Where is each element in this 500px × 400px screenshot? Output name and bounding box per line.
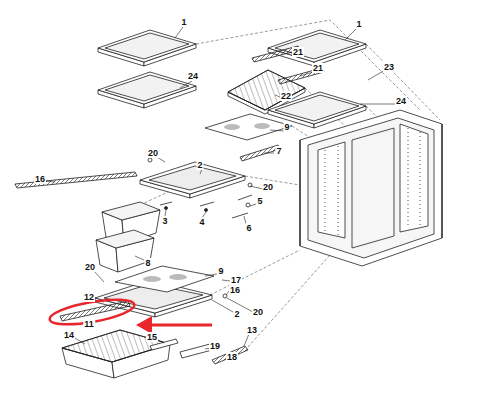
callout-number: 21 bbox=[292, 47, 304, 57]
fridge-liner bbox=[300, 110, 442, 266]
alignment-lines bbox=[366, 44, 440, 120]
shelf bbox=[275, 33, 359, 59]
shelf bbox=[268, 30, 366, 66]
fridge-liner bbox=[400, 124, 428, 232]
shelf bbox=[98, 72, 196, 104]
alignment-lines bbox=[248, 255, 330, 347]
shelf bbox=[268, 30, 366, 62]
glass-panel bbox=[205, 114, 292, 140]
callout-number: 5 bbox=[256, 196, 263, 206]
callout-number: 9 bbox=[283, 122, 290, 132]
callout-number: 11 bbox=[83, 319, 95, 329]
callout-number: 9 bbox=[217, 266, 224, 276]
callout-number: 20 bbox=[84, 262, 96, 272]
hardware bbox=[205, 209, 208, 212]
callout-number: 17 bbox=[230, 275, 242, 285]
callout-number: 12 bbox=[83, 292, 95, 302]
glass-panel bbox=[115, 266, 214, 292]
fridge-liner bbox=[300, 110, 442, 266]
callout-number: 13 bbox=[246, 325, 258, 335]
hardware bbox=[165, 207, 168, 210]
bracket bbox=[180, 344, 212, 358]
crisper-bin bbox=[96, 230, 154, 272]
hardware bbox=[246, 203, 250, 207]
shelf-frame bbox=[140, 162, 245, 194]
callout-number: 1 bbox=[180, 17, 187, 27]
hardware bbox=[160, 195, 252, 218]
fridge-liner bbox=[308, 118, 434, 258]
callout-number: 15 bbox=[146, 332, 158, 342]
exploded-parts-drawing bbox=[15, 20, 442, 378]
callout-number: 18 bbox=[226, 352, 238, 362]
shelf bbox=[105, 33, 189, 59]
callout-number: 23 bbox=[383, 62, 395, 72]
leader-lines bbox=[45, 153, 274, 189]
fridge-liner bbox=[318, 142, 345, 238]
shelf bbox=[98, 30, 196, 62]
fridge-liner bbox=[352, 128, 394, 248]
crisper-bin bbox=[96, 230, 154, 248]
glass-panel bbox=[169, 274, 187, 280]
leader-lines bbox=[73, 298, 253, 354]
shelf bbox=[98, 72, 196, 108]
glass-panel bbox=[143, 276, 161, 282]
callout-number: 6 bbox=[245, 223, 252, 233]
callout-number: 20 bbox=[252, 307, 264, 317]
callout-number: 8 bbox=[144, 258, 151, 268]
callout-number: 7 bbox=[275, 146, 282, 156]
callout-number: 20 bbox=[147, 148, 159, 158]
callout-number: 14 bbox=[63, 330, 75, 340]
alignment-lines bbox=[210, 250, 300, 295]
glass-panel bbox=[205, 114, 292, 140]
crisper-bin bbox=[102, 202, 160, 220]
shelf bbox=[268, 92, 366, 124]
callout-number: 16 bbox=[229, 285, 241, 295]
fridge-liner bbox=[300, 124, 442, 246]
callout-number: 4 bbox=[198, 217, 205, 227]
leader-lines bbox=[175, 27, 385, 80]
hardware bbox=[148, 158, 252, 218]
leader-lines bbox=[180, 81, 396, 131]
trim-bar bbox=[15, 172, 137, 188]
glass-panel bbox=[224, 124, 240, 130]
leader-lines bbox=[45, 27, 396, 354]
shelf-frame bbox=[149, 166, 236, 190]
drawer bbox=[62, 330, 170, 378]
highlight-arrow bbox=[150, 324, 212, 327]
callout-number: 16 bbox=[34, 174, 46, 184]
callout-number: 24 bbox=[395, 96, 407, 106]
shelf-frame bbox=[140, 162, 245, 198]
callout-number: 22 bbox=[280, 91, 292, 101]
leader-lines bbox=[135, 204, 256, 260]
glass-panel bbox=[115, 266, 214, 292]
trim-bar bbox=[60, 301, 130, 321]
fridge-liner bbox=[325, 128, 420, 236]
callout-number: 20 bbox=[262, 182, 274, 192]
shelf bbox=[98, 30, 196, 66]
callout-number: 2 bbox=[196, 160, 203, 170]
callout-number: 1 bbox=[355, 19, 362, 29]
callout-number: 24 bbox=[187, 71, 199, 81]
callout-number: 19 bbox=[209, 341, 221, 351]
callout-number: 2 bbox=[233, 309, 240, 319]
hardware bbox=[148, 158, 152, 162]
glass-panel bbox=[254, 123, 270, 129]
shelf bbox=[105, 75, 189, 101]
leader-lines bbox=[94, 271, 230, 302]
callout-number: 21 bbox=[312, 63, 324, 73]
callout-number: 3 bbox=[161, 216, 168, 226]
